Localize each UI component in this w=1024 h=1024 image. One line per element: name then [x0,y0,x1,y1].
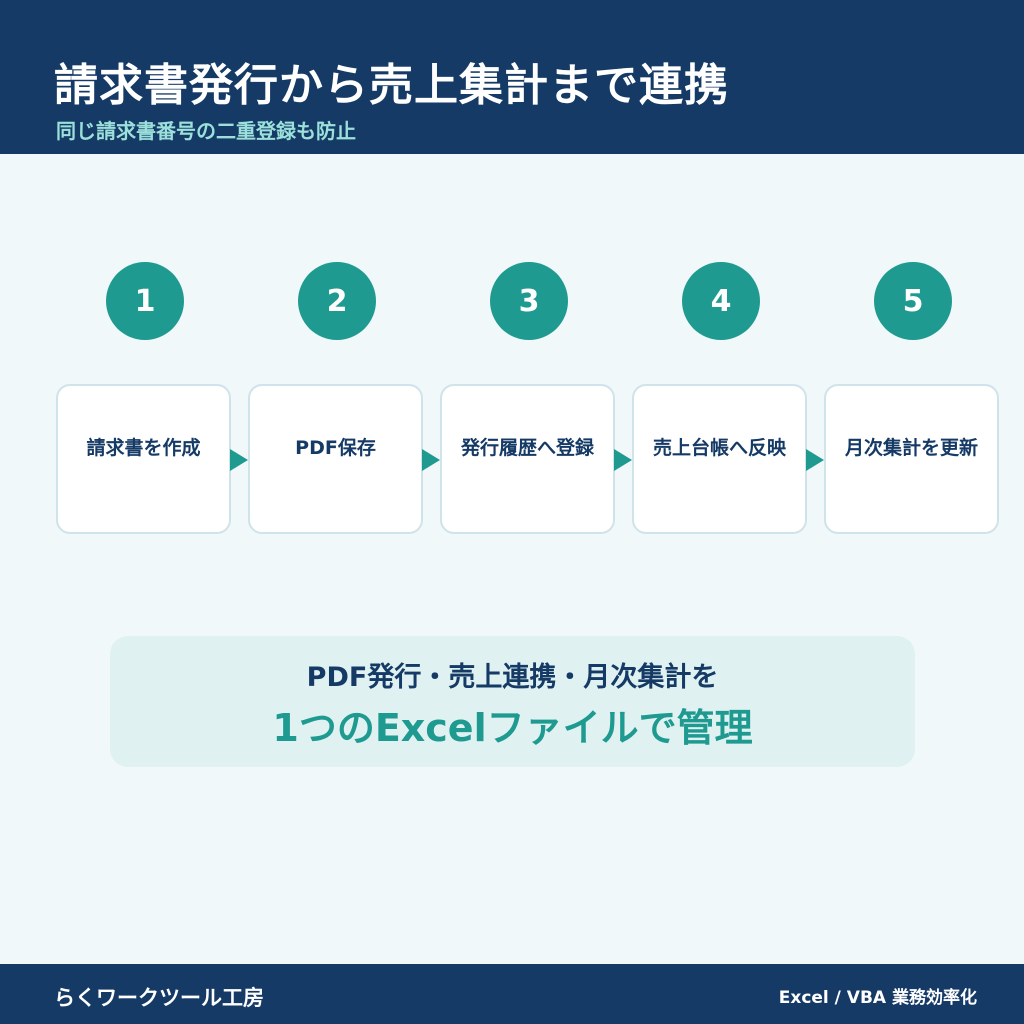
summary-text: PDF発行・売上連携・月次集計を [306,662,719,693]
step-label: 月次集計を更新 [844,436,978,459]
step-number-badge-1: 1 [106,262,184,340]
arrow-right-icon [422,449,440,471]
page-subtitle: 同じ請求書番号の二重登録も防止 [56,119,356,143]
step-card-register-history: 発行履歴へ登録 [440,384,615,534]
step-label: 請求書を作成 [86,436,201,459]
arrow-right-icon [806,449,824,471]
step-card-create-invoice: 請求書を作成 [56,384,231,534]
step-number-badge-4: 4 [682,262,760,340]
header-banner: 請求書発行から売上集計まで連携 同じ請求書番号の二重登録も防止 [0,0,1024,154]
arrow-right-icon [614,449,632,471]
arrow-right-icon [230,449,248,471]
footer-brand: らくワークツール工房 [54,986,264,1010]
step-label: 発行履歴へ登録 [460,436,594,459]
footer-bar: らくワークツール工房 Excel / VBA 業務効率化 [0,964,1024,1024]
summary-panel: PDF発行・売上連携・月次集計を 1つのExcelファイルで管理 [110,636,915,767]
step-card-save-pdf: PDF保存 [248,384,423,534]
summary-highlight: 1つのExcelファイルで管理 [272,706,753,750]
step-number-badge-2: 2 [298,262,376,340]
step-number-badge-3: 3 [490,262,568,340]
step-label: PDF保存 [295,436,376,459]
step-label: 売上台帳へ反映 [652,436,786,459]
step-card-monthly-summary: 月次集計を更新 [824,384,999,534]
page-title: 請求書発行から売上集計まで連携 [54,60,729,111]
footer-tagline: Excel / VBA 業務効率化 [778,988,977,1008]
step-card-sales-ledger: 売上台帳へ反映 [632,384,807,534]
step-number-badge-5: 5 [874,262,952,340]
